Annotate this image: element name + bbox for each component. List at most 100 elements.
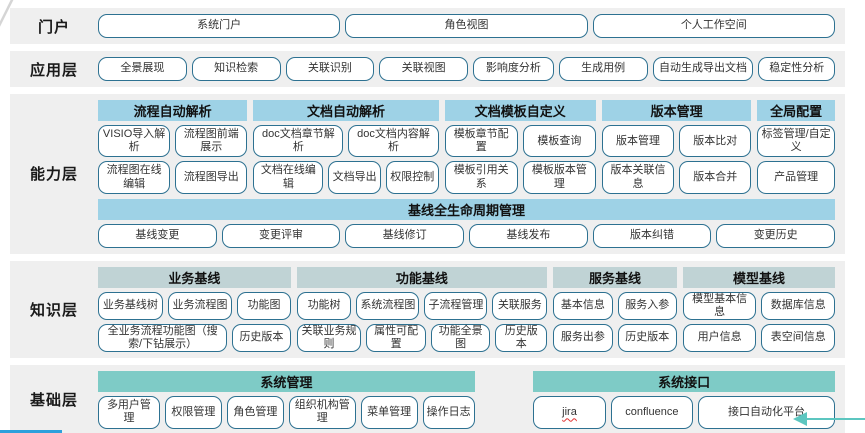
pill-button[interactable]: 标签管理/自定义 bbox=[757, 125, 835, 158]
button-row: 全业务流程功能图（搜索/下钻展示） 历史版本 bbox=[98, 323, 291, 353]
pill-button[interactable]: 基线修订 bbox=[345, 223, 465, 248]
pill-button[interactable]: 流程图前端展示 bbox=[175, 125, 248, 158]
button-row: 文档在线编辑文档导出权限控制 bbox=[253, 161, 439, 194]
button-row: 基线变更变更评审 基线修订 基线发布版本纠错 变更历史 bbox=[98, 223, 836, 248]
pill-button[interactable]: 模板章节配置 bbox=[444, 125, 518, 158]
pill-button[interactable]: 版本比对 bbox=[679, 125, 752, 158]
pill-button[interactable]: 权限管理 bbox=[164, 396, 222, 429]
pill-button[interactable]: 服务入参 bbox=[617, 291, 677, 320]
pill-button[interactable]: 多用户管理 bbox=[98, 396, 160, 429]
pill-button[interactable]: 属性可配置 bbox=[366, 323, 426, 353]
pill-button[interactable]: 版本管理 bbox=[601, 125, 675, 158]
pill-button[interactable]: 功能树 bbox=[296, 291, 352, 320]
pill-button[interactable]: 组织机构管理 bbox=[288, 396, 356, 429]
pill-button[interactable]: 子流程管理 bbox=[424, 291, 488, 320]
pill-button[interactable]: 基线变更 bbox=[98, 223, 217, 248]
pill-button[interactable]: 关联识别 bbox=[285, 57, 375, 81]
pill-button[interactable]: 变更历史 bbox=[716, 223, 836, 248]
pill-button-label: 变更历史 bbox=[753, 229, 798, 242]
group-header: 系统接口 bbox=[533, 371, 835, 393]
pill-button[interactable]: 历史版本 bbox=[495, 323, 548, 353]
pill-button[interactable]: 模板查询 bbox=[522, 125, 596, 158]
button-row: 模板引用关系模板版本管理 bbox=[444, 161, 596, 194]
pill-button[interactable]: 流程图导出 bbox=[175, 161, 248, 194]
feature-group: 服务基线基本信息服务入参服务出参历史版本 bbox=[553, 266, 677, 353]
pill-button[interactable]: 文档导出 bbox=[328, 161, 381, 194]
pill-button-label: 历史版本 bbox=[504, 324, 538, 351]
button-row: doc文档章节解析 doc文档内容解析 bbox=[253, 125, 439, 158]
pill-button[interactable]: 全景展现 bbox=[98, 57, 187, 81]
pill-button[interactable]: 关联业务规则 bbox=[296, 323, 362, 353]
pill-button-label: 功能树 bbox=[307, 299, 341, 312]
pill-button[interactable]: 角色视图 bbox=[345, 14, 588, 38]
group-header: 业务基线 bbox=[98, 266, 291, 288]
pill-button-label: 基线修订 bbox=[382, 229, 427, 242]
pill-button[interactable]: 功能全景图 bbox=[430, 323, 491, 353]
button-row: 关联业务规则属性可配置功能全景图历史版本 bbox=[296, 323, 548, 353]
pill-button[interactable]: 数据库信息 bbox=[761, 291, 836, 320]
pill-button[interactable]: 业务流程图 bbox=[167, 291, 233, 320]
pill-button[interactable]: 历史版本 bbox=[617, 323, 677, 353]
pill-button[interactable]: 基本信息 bbox=[553, 291, 613, 320]
pill-button[interactable]: 模板版本管理 bbox=[522, 161, 596, 194]
pill-button[interactable]: 服务出参 bbox=[553, 323, 613, 353]
pill-button[interactable]: 操作日志 bbox=[422, 396, 475, 429]
pill-button[interactable]: doc文档内容解析 bbox=[348, 125, 439, 158]
pill-button-label: 生成用例 bbox=[581, 62, 626, 75]
button-row: 用户信息表空间信息 bbox=[682, 323, 836, 353]
pill-button[interactable]: doc文档章节解析 bbox=[253, 125, 344, 158]
pill-button[interactable]: 影响度分析 bbox=[473, 57, 554, 81]
pill-button[interactable]: 全业务流程功能图（搜索/下钻展示） bbox=[98, 323, 228, 353]
pill-button[interactable]: 系统流程图 bbox=[356, 291, 420, 320]
pill-button-label: 模板版本管理 bbox=[531, 164, 587, 190]
pill-button[interactable]: 权限控制 bbox=[385, 161, 439, 194]
button-row: 版本关联信息版本合并 bbox=[601, 161, 752, 194]
pill-button[interactable]: 个人工作空间 bbox=[592, 14, 835, 38]
pill-button[interactable]: 产品管理 bbox=[757, 161, 835, 194]
pill-button[interactable]: 自动生成导出文档 bbox=[652, 57, 754, 81]
pill-button[interactable]: 接口自动化平台 bbox=[697, 396, 835, 429]
pill-button-label: 菜单管理 bbox=[367, 405, 412, 418]
pill-button-label: 模板查询 bbox=[537, 134, 582, 147]
pill-button[interactable]: jira bbox=[533, 396, 606, 429]
pill-button-label: 稳定性分析 bbox=[769, 62, 825, 75]
pill-button[interactable]: 业务基线树 bbox=[98, 291, 163, 320]
pill-button[interactable]: 基线发布 bbox=[469, 223, 588, 248]
pill-button-label: 数据库信息 bbox=[770, 299, 826, 312]
pill-button[interactable]: 关联服务 bbox=[492, 291, 548, 320]
pill-button-label: 文档在线编辑 bbox=[260, 164, 316, 190]
pill-button[interactable]: 功能图 bbox=[237, 291, 291, 320]
pill-button[interactable]: 版本关联信息 bbox=[601, 161, 675, 194]
pill-button[interactable]: 模型基本信息 bbox=[682, 291, 757, 320]
pill-button-label: 权限管理 bbox=[171, 405, 216, 418]
pill-button[interactable]: 变更评审 bbox=[221, 223, 341, 248]
button-row: 基本信息服务入参 bbox=[553, 291, 677, 320]
pill-button[interactable]: 用户信息 bbox=[682, 323, 757, 353]
pill-button[interactable]: 角色管理 bbox=[226, 396, 284, 429]
pill-button[interactable]: 关联视图 bbox=[379, 57, 469, 81]
pill-button-label: 关联识别 bbox=[307, 62, 352, 75]
pill-button[interactable]: 版本合并 bbox=[679, 161, 752, 194]
pill-button[interactable]: confluence bbox=[610, 396, 693, 429]
layer-band-portal: 门户系统门户角色视图个人工作空间 bbox=[10, 8, 845, 44]
group-header: 模型基线 bbox=[682, 266, 835, 288]
pill-button[interactable]: 表空间信息 bbox=[761, 323, 836, 353]
pill-button[interactable]: 流程图在线编辑 bbox=[98, 161, 171, 194]
pill-button[interactable]: 版本纠错 bbox=[592, 223, 712, 248]
pill-button[interactable]: 系统门户 bbox=[98, 14, 341, 38]
pill-button[interactable]: 菜单管理 bbox=[360, 396, 418, 429]
pill-button[interactable]: 模板引用关系 bbox=[444, 161, 518, 194]
button-row: 功能树 系统流程图子流程管理关联服务 bbox=[296, 291, 548, 320]
pill-button-label: 全业务流程功能图（搜索/下钻展示） bbox=[107, 324, 218, 351]
group-header: 基线全生命周期管理 bbox=[98, 198, 835, 220]
pill-button-label: doc文档章节解析 bbox=[262, 128, 335, 154]
pill-button[interactable]: 历史版本 bbox=[232, 323, 291, 353]
pill-button[interactable]: 知识检索 bbox=[191, 57, 281, 81]
pill-button[interactable]: 稳定性分析 bbox=[758, 57, 836, 81]
pill-button[interactable]: 文档在线编辑 bbox=[253, 161, 324, 194]
group-header: 流程自动解析 bbox=[98, 100, 248, 121]
pill-button-label: 功能图 bbox=[247, 299, 281, 312]
pill-button[interactable]: 生成用例 bbox=[558, 57, 648, 81]
pill-button[interactable]: VISIO导入解析 bbox=[98, 125, 171, 158]
